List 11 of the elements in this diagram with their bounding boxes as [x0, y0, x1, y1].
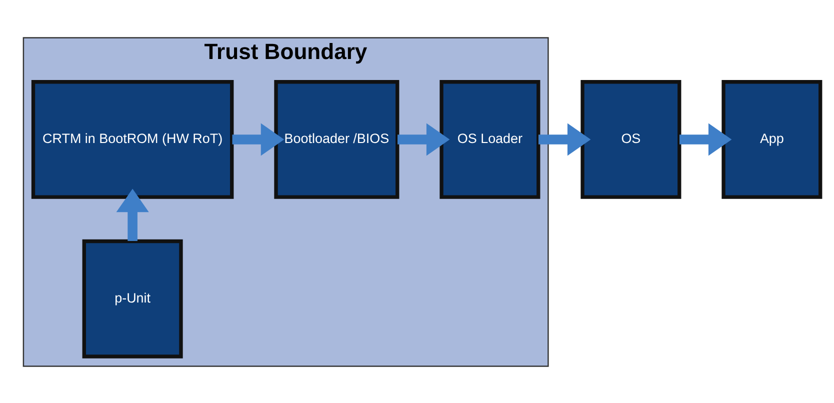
node-box: p-Unit	[82, 238, 183, 358]
node-box: App	[722, 80, 822, 198]
arrow	[116, 188, 149, 240]
node-box: OS	[580, 80, 682, 198]
node-box: OS Loader	[440, 80, 540, 198]
arrow	[679, 122, 732, 156]
arrow	[232, 122, 284, 156]
node-box: Bootloader /BIOS	[274, 80, 400, 198]
arrow	[538, 122, 591, 156]
node-box: CRTM in BootROM (HW RoT)	[31, 80, 234, 198]
arrow	[398, 122, 450, 156]
